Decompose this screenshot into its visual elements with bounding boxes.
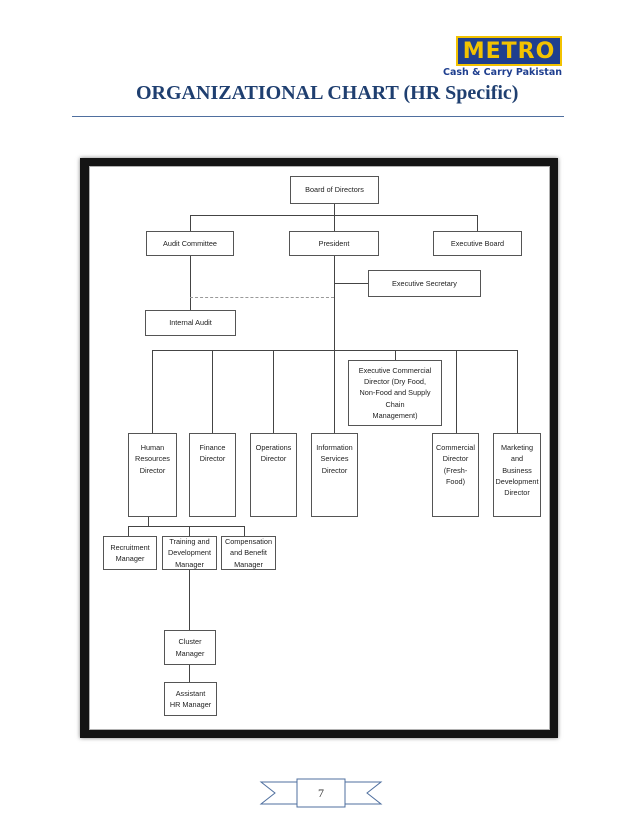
box-label: Information Services Director — [316, 443, 353, 475]
connector — [190, 215, 191, 231]
box-label: Commercial Director (Fresh-Food) — [436, 443, 475, 486]
connector — [456, 350, 457, 433]
assistant-hr-manager-box: Assistant HR Manager — [164, 682, 217, 716]
connector — [189, 570, 190, 630]
logo-subtitle: Cash & Carry Pakistan — [442, 67, 562, 78]
box-label: Executive Board — [450, 238, 505, 248]
page-title: ORGANIZATIONAL CHART (HR Specific) — [136, 82, 519, 104]
hr-director-box: Human Resources Director — [128, 433, 177, 517]
box-label: Board of Directors — [305, 185, 364, 195]
connector — [334, 283, 368, 284]
box-label: President — [318, 238, 350, 248]
ribbon-icon — [259, 778, 383, 808]
connector — [190, 215, 477, 216]
connector — [189, 526, 190, 536]
connector — [273, 350, 274, 433]
executive-secretary-box: Executive Secretary — [368, 270, 481, 297]
box-label: Executive Secretary — [392, 278, 457, 288]
compensation-manager-box: Compensation and Benefit Manager — [221, 536, 276, 570]
recruitment-manager-box: Recruitment Manager — [103, 536, 157, 570]
connector — [148, 517, 149, 526]
connector — [152, 350, 153, 433]
box-label: Executive Commercial Director (Dry Food,… — [358, 365, 432, 420]
commercial-director-box: Commercial Director (Fresh-Food) — [432, 433, 479, 517]
box-label: Training and Development Manager — [168, 537, 211, 569]
cluster-manager-box: Cluster Manager — [164, 630, 216, 665]
box-label: Internal Audit — [169, 318, 212, 328]
internal-audit-box: Internal Audit — [145, 310, 236, 336]
connector — [477, 215, 478, 231]
marketing-director-box: Marketing and Business Development Direc… — [493, 433, 541, 517]
information-services-director-box: Information Services Director — [311, 433, 358, 517]
board-of-directors-box: Board of Directors — [290, 176, 379, 204]
metro-logo: METRO Cash & Carry Pakistan — [443, 36, 562, 82]
box-label: Recruitment Manager — [110, 542, 150, 563]
connector — [334, 350, 335, 433]
logo-text: METRO — [462, 39, 556, 64]
box-label: Operations Director — [255, 443, 292, 464]
operations-director-box: Operations Director — [250, 433, 297, 517]
box-label: Compensation and Benefit Manager — [224, 537, 273, 569]
box-label: Audit Committee — [163, 238, 217, 248]
box-label: Marketing and Business Development Direc… — [495, 443, 539, 498]
box-label: Assistant HR Manager — [169, 688, 212, 709]
title-divider — [72, 116, 564, 117]
dashed-connector — [190, 297, 334, 298]
connector — [128, 526, 129, 536]
finance-director-box: Finance Director — [189, 433, 236, 517]
box-label: Human Resources Director — [135, 443, 170, 475]
page-number: 7 — [318, 786, 324, 800]
executive-commercial-director-box: Executive Commercial Director (Dry Food,… — [348, 360, 442, 426]
connector — [128, 526, 244, 527]
box-label: Cluster Manager — [175, 637, 205, 658]
audit-committee-box: Audit Committee — [146, 231, 234, 256]
president-box: President — [289, 231, 379, 256]
page-number-ribbon: 7 — [259, 778, 383, 808]
connector — [517, 350, 518, 433]
connector — [189, 665, 190, 682]
connector — [244, 526, 245, 536]
connector — [190, 256, 191, 310]
connector — [212, 350, 213, 433]
connector — [334, 204, 335, 231]
executive-board-box: Executive Board — [433, 231, 522, 256]
box-label: Finance Director — [199, 443, 226, 464]
connector — [395, 350, 396, 360]
training-manager-box: Training and Development Manager — [162, 536, 217, 570]
logo-box: METRO — [456, 36, 562, 66]
connector — [334, 256, 335, 350]
